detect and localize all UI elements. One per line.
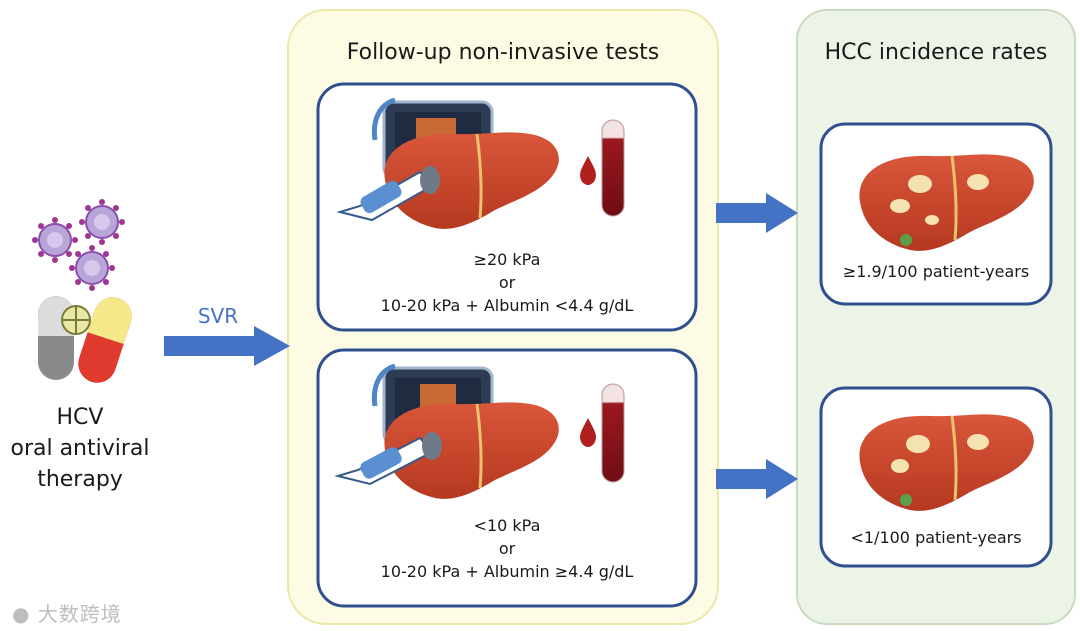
- svr-label: SVR: [197, 304, 239, 328]
- high-risk-criterion-or: or: [498, 273, 516, 292]
- high-risk-criterion-2: 10-20 kPa + Albumin <4.4 g/dL: [380, 296, 634, 315]
- therapy-label-line-1: HCV: [56, 405, 104, 430]
- hcc-liver-icon-low: [857, 412, 1036, 513]
- source-watermark: ● 大数跨境: [12, 598, 122, 627]
- pill-capsules-icon: [38, 296, 132, 383]
- svr-arrow: [164, 326, 290, 366]
- hcc-high-rate: ≥1.9/100 patient-years: [842, 262, 1030, 281]
- blood-drop-icon: [580, 156, 596, 185]
- therapy-label-line-3: therapy: [37, 467, 123, 492]
- therapy-label-line-2: oral antiviral: [10, 436, 150, 461]
- blood-drop-icon-2: [580, 418, 596, 447]
- low-risk-criterion-2: 10-20 kPa + Albumin ≥4.4 g/dL: [380, 562, 634, 581]
- hcc-title: HCC incidence rates: [824, 40, 1048, 65]
- high-risk-criteria: ≥20 kPa or 10-20 kPa + Albumin <4.4 g/dL: [318, 248, 696, 317]
- watermark-logo-icon: ●: [12, 602, 31, 626]
- ultrasound-probe-icon: [336, 166, 440, 222]
- hcc-liver-icon-high: [857, 152, 1036, 253]
- follow-up-title: Follow-up non-invasive tests: [346, 40, 660, 65]
- virus-icon-group: [31, 198, 126, 292]
- high-risk-criterion-1: ≥20 kPa: [473, 250, 541, 269]
- arrow-to-low-rate: [716, 459, 798, 499]
- ultrasound-probe-icon-2: [334, 432, 442, 486]
- watermark-text: 大数跨境: [37, 602, 122, 626]
- arrow-to-high-rate: [716, 193, 798, 233]
- low-risk-criterion-or: or: [498, 539, 516, 558]
- blood-tube-icon-2: [601, 383, 625, 483]
- therapy-label: HCV oral antiviral therapy: [0, 402, 160, 495]
- blood-tube-icon: [601, 119, 625, 217]
- hcc-low-rate: <1/100 patient-years: [850, 528, 1022, 547]
- low-risk-criteria: <10 kPa or 10-20 kPa + Albumin ≥4.4 g/dL: [318, 514, 696, 583]
- low-risk-criterion-1: <10 kPa: [473, 516, 541, 535]
